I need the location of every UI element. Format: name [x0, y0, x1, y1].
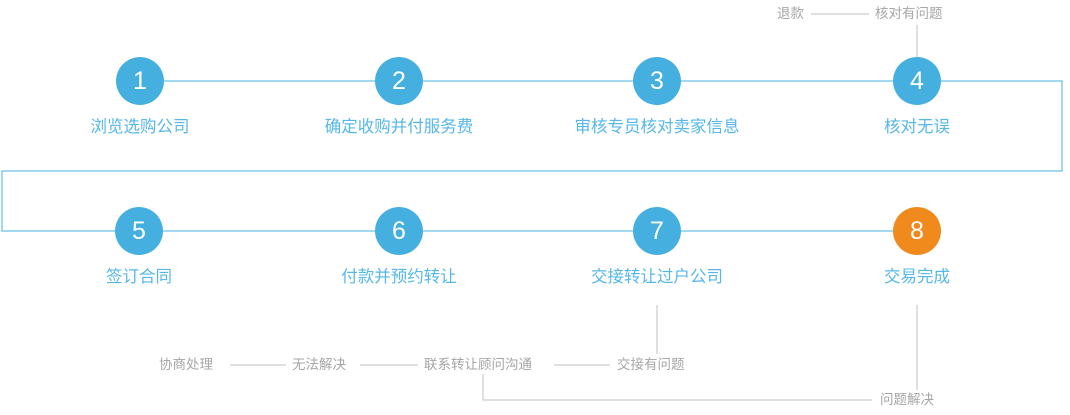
- annotation-negotiate: 协商处理: [159, 357, 213, 372]
- annotation-check-problem: 核对有问题: [875, 6, 943, 21]
- annotation-handover-problem: 交接有问题: [617, 357, 685, 372]
- connector-4-to-5-wrap: [1, 80, 1063, 232]
- annotation-line-advisor-to-problem-solved: [482, 374, 872, 401]
- step-label-1: 浏览选购公司: [90, 118, 190, 136]
- annotation-problem-solved: 问题解决: [880, 392, 934, 407]
- step-number-2: 2: [375, 57, 423, 105]
- annotation-unresolvable: 无法解决: [292, 357, 346, 372]
- step-number-3: 3: [633, 57, 681, 105]
- step-label-4: 核对无误: [884, 118, 950, 136]
- step-number-6: 6: [375, 207, 423, 255]
- step-label-7: 交接转让过户公司: [591, 268, 723, 286]
- step-number-4: 4: [893, 57, 941, 105]
- annotation-contact-advisor: 联系转让顾问沟通: [424, 357, 532, 372]
- step-number-8: 8: [893, 207, 941, 255]
- step-number-5: 5: [115, 207, 163, 255]
- step-number-1: 1: [116, 57, 164, 105]
- step-label-2: 确定收购并付服务费: [324, 118, 474, 136]
- step-label-5: 签订合同: [106, 268, 172, 286]
- step-number-7: 7: [633, 207, 681, 255]
- annotation-refund: 退款: [777, 6, 804, 21]
- step-label-3: 审核专员核对卖家信息: [574, 118, 740, 136]
- step-label-6: 付款并预约转让: [341, 268, 457, 286]
- step-label-8: 交易完成: [884, 268, 950, 286]
